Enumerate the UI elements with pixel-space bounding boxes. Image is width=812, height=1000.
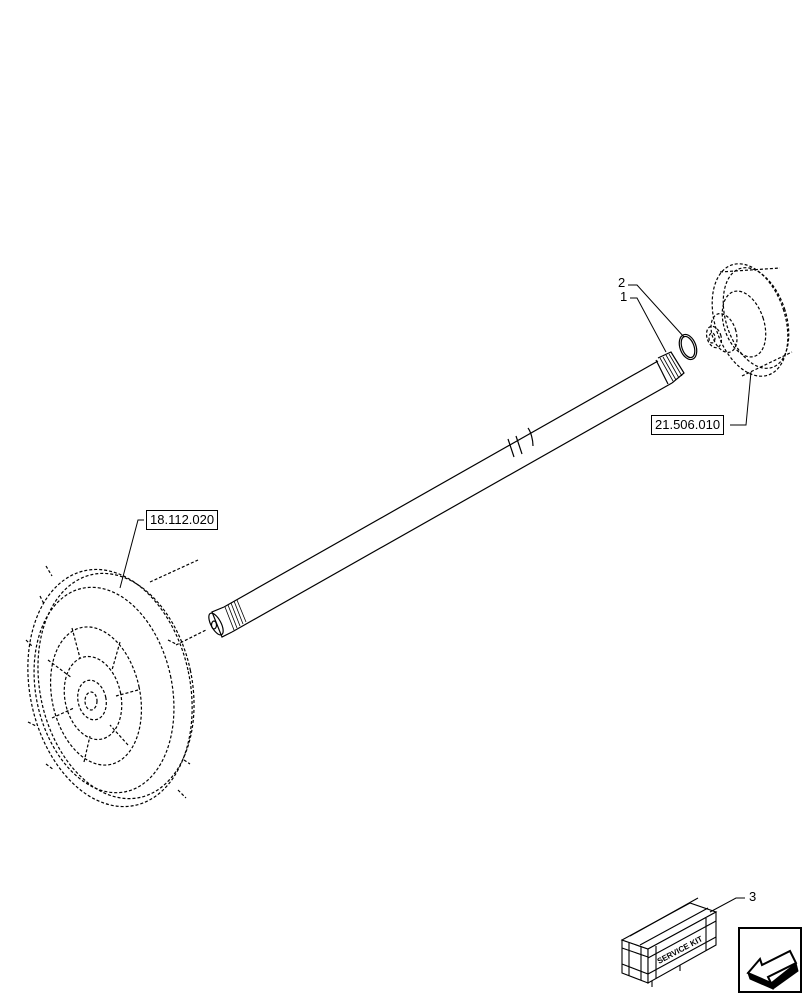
hub-assembly: [25, 559, 207, 808]
leader-lines: [119, 284, 752, 913]
hub-reference-label[interactable]: 18.112.020: [146, 510, 219, 530]
gear-reference-label[interactable]: 21.506.010: [651, 415, 725, 435]
snap-ring-part: [678, 333, 698, 361]
shaft-part: [208, 351, 685, 638]
service-kit-box: [620, 897, 718, 987]
callout-item-1: 1: [620, 289, 628, 304]
arrow-back-icon: [746, 949, 799, 990]
callout-item-3: 3: [749, 889, 757, 904]
back-nav-button[interactable]: [738, 927, 802, 993]
gear-assembly: [705, 263, 793, 377]
callout-item-2: 2: [618, 275, 626, 290]
